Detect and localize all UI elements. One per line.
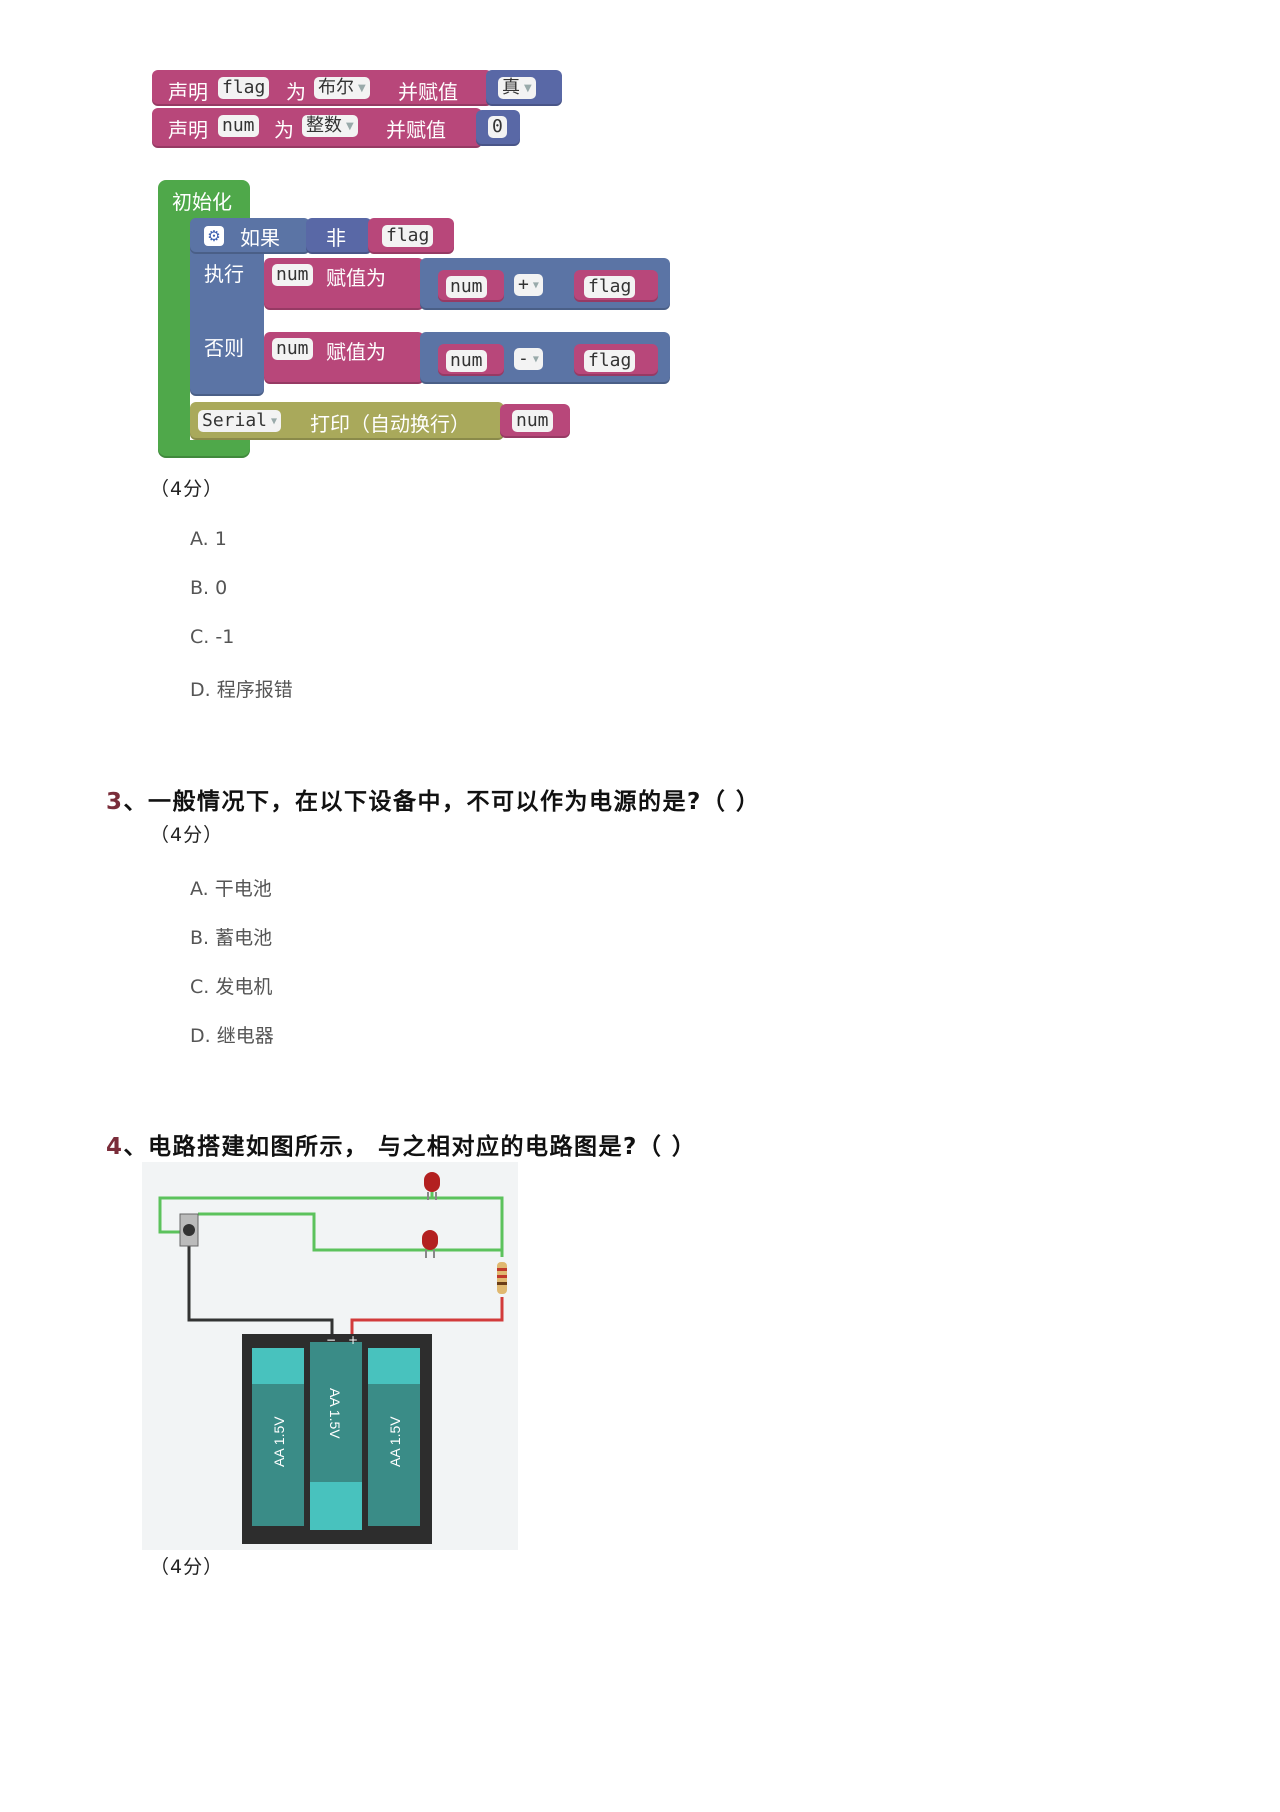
var-chip-flag: flag [218,77,270,99]
as-label: 为 [286,80,306,104]
green-wire-middle [158,1220,180,1234]
exec-label: 执行 [204,262,244,286]
q2-score: （4分） [150,478,224,500]
q3-option-d[interactable]: D. 继电器 [190,1025,274,1047]
q4-title: 4、电路搭建如图所示， 与之相对应的电路图是?（ ） [106,1127,696,1161]
not-block [306,218,372,254]
init-label: 初始化 [172,190,232,214]
assign-label: 并赋值 [398,80,458,104]
assign-to-label: 赋值为 [326,340,386,364]
bool-dropdown: 真▼ [498,77,536,99]
serial-dropdown: Serial▼ [198,410,282,432]
num-chip: num [512,410,553,432]
init-block-spine [158,220,190,456]
battery-1-label: AA 1.5V [271,1416,287,1467]
gear-icon[interactable]: ⚙ [204,226,224,246]
num-chip: num [272,264,313,286]
battery-plus-label: + [348,1333,358,1347]
type-dropdown-int: 整数▼ [302,115,358,137]
q2-option-a[interactable]: A. 1 [190,528,227,550]
num-chip: num [446,276,487,298]
q4-score: （4分） [150,1556,224,1578]
op-dropdown-minus: -▼ [514,348,543,370]
q2-option-b[interactable]: B. 0 [190,577,228,599]
led-top [424,1172,440,1200]
battery-2-label: AA 1.5V [327,1388,343,1439]
q3-score: （4分） [150,824,224,846]
battery-minus-label: − [326,1333,336,1347]
q3-title: 3、一般情况下，在以下设备中，不可以作为电源的是?（ ） [106,782,760,816]
red-wire [350,1297,504,1334]
declare-label: 声明 [168,80,208,104]
q4-text: 、电路搭建如图所示， 与之相对应的电路图是?（ ） [123,1134,697,1160]
q3-number: 3 [106,789,124,815]
flag-chip: flag [584,350,636,372]
q3-option-c[interactable]: C. 发电机 [190,976,273,998]
q4-number: 4 [106,1134,124,1160]
led-middle [422,1230,438,1258]
assign-label: 并赋值 [386,118,446,142]
var-chip-num: num [218,115,259,137]
type-dropdown-bool: 布尔▼ [314,77,370,99]
print-label: 打印（自动换行） [310,412,470,436]
num-chip: num [446,350,487,372]
q2-option-d[interactable]: D. 程序报错 [190,679,293,701]
green-wire-top-right [432,1196,504,1257]
battery-3-label: AA 1.5V [387,1416,403,1467]
circuit-image: AA 1.5V AA 1.5V AA 1.5V − + [142,1162,518,1550]
resistor [497,1262,507,1294]
flag-chip: flag [584,276,636,298]
flag-chip: flag [382,225,434,247]
green-wire-top [158,1192,434,1220]
num-chip: num [272,338,313,360]
q3-option-b[interactable]: B. 蓄电池 [190,927,273,949]
not-label: 非 [326,226,346,250]
green-wire-mid-loop [198,1212,430,1252]
declare-label: 声明 [168,118,208,142]
init-block-foot [158,440,250,458]
init-block [158,180,250,224]
black-wire [187,1246,334,1334]
q3-option-a[interactable]: A. 干电池 [190,878,272,900]
assign-to-label: 赋值为 [326,266,386,290]
q2-option-c[interactable]: C. -1 [190,626,235,648]
int-value: 0 [488,116,507,138]
as-label: 为 [274,118,294,142]
q3-text: 、一般情况下，在以下设备中，不可以作为电源的是?（ ） [123,789,761,815]
circuit-diagram: AA 1.5V AA 1.5V AA 1.5V − + [158,1172,507,1544]
op-dropdown-plus: +▼ [514,274,543,296]
else-label: 否则 [204,336,244,360]
if-label: 如果 [240,226,280,250]
push-button-cap [183,1224,195,1236]
